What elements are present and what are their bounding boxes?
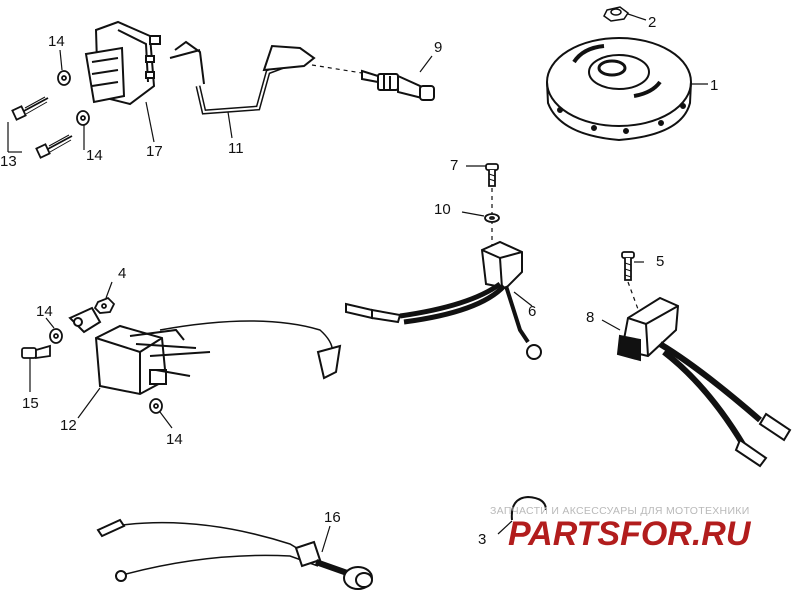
circlip [510, 495, 547, 521]
callout-14-bottom: 14 [166, 431, 183, 448]
callout-2: 2 [648, 14, 656, 31]
nut-4 [93, 296, 116, 314]
callout-3: 3 [478, 531, 486, 548]
callout-9: 9 [434, 39, 442, 56]
washer-14-upper [57, 70, 71, 86]
callout-12: 12 [60, 417, 77, 434]
watermark-subtitle: ЗАПЧАСТИ И АКСЕССУАРЫ ДЛЯ МОТОТЕХНИКИ [490, 505, 750, 517]
wire-harness [96, 518, 373, 590]
spark-plug [311, 64, 435, 101]
callout-7: 7 [450, 157, 458, 174]
callout-14-left: 14 [36, 303, 53, 320]
leader-lines [7, 13, 708, 553]
callout-5: 5 [656, 253, 664, 270]
callout-13: 13 [0, 153, 17, 170]
callout-1: 1 [710, 77, 718, 94]
callout-4: 4 [118, 265, 126, 282]
screw-13-upper [11, 96, 49, 121]
screw-7 [485, 163, 499, 245]
callout-17: 17 [146, 143, 163, 160]
washer-14-bottom [149, 398, 163, 414]
callout-16: 16 [324, 509, 341, 526]
charge-coil [616, 296, 792, 468]
callout-15: 15 [22, 395, 39, 412]
screw-15 [21, 344, 51, 360]
callout-labels: 1 2 3 4 5 6 7 8 9 10 11 12 13 14 14 14 1… [0, 14, 718, 548]
spark-plug-lead [169, 40, 316, 115]
callout-10: 10 [434, 201, 451, 218]
cdi-unit [68, 306, 342, 396]
watermark: ЗАПЧАСТИ И АКСЕССУАРЫ ДЛЯ МОТОТЕХНИКИ PA… [490, 505, 752, 553]
washer-14-lower [76, 110, 90, 126]
flywheel-nut [603, 6, 630, 22]
washer-14-left [49, 328, 63, 344]
callout-14-lower: 14 [86, 147, 103, 164]
flywheel [546, 37, 692, 142]
callout-6: 6 [528, 303, 536, 320]
screw-13-lower [35, 134, 73, 159]
callout-11: 11 [228, 140, 244, 157]
callout-14-upper: 14 [48, 33, 65, 50]
washer-10 [484, 213, 500, 223]
ignition-coil [84, 20, 161, 106]
pulser-coil [345, 240, 542, 360]
watermark-logo: PARTSFOR.RU [508, 515, 752, 553]
callout-8: 8 [586, 309, 594, 326]
